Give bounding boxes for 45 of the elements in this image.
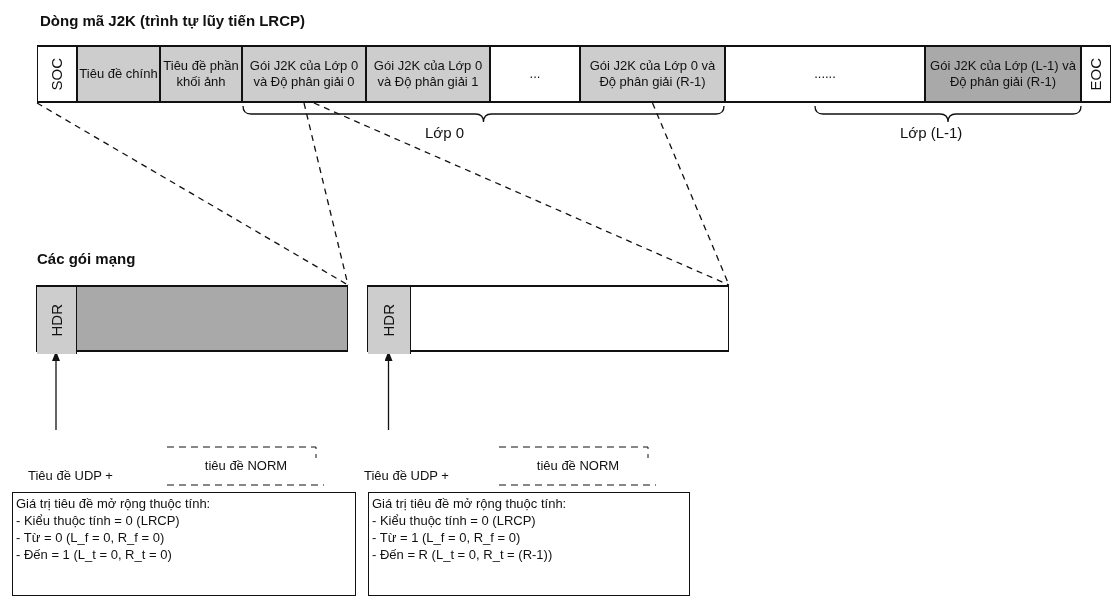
mapping-line: [313, 102, 730, 286]
ellipsis-text: ...: [529, 66, 541, 82]
info-line: - Đến = R (L_t = 0, R_t = (R-1)): [372, 546, 553, 563]
header-text: Tiêu đề UDP +: [28, 468, 113, 484]
ellipsis-text: ......: [814, 66, 836, 82]
mapping-line: [36, 102, 349, 286]
stream-segment: [366, 45, 490, 103]
info-line: Giá trị tiêu đề mở rộng thuộc tính:: [16, 495, 211, 512]
header-segment: [37, 287, 77, 354]
header-text: tiêu đề NORM: [536, 458, 620, 474]
header-label: HDR: [381, 304, 397, 337]
info-line: - Kiểu thuộc tính = 0 (LRCP): [16, 512, 180, 529]
segment-label: Gói J2K của Lớp 0 và Độ phân giải (R-1): [588, 58, 717, 90]
stream-segment: [77, 45, 160, 103]
segment-label: SOC: [49, 57, 65, 91]
network-packet: [36, 285, 348, 352]
dashed-header-box: [166, 446, 326, 486]
segment-label: Tiêu đề phần khối ảnh: [162, 58, 240, 90]
info-box: [12, 492, 356, 596]
segment-label: Gói J2K của Lớp 0 và Độ phân giải 1: [372, 58, 484, 90]
marker-segment: [1081, 45, 1111, 103]
info-box: [368, 492, 690, 596]
segment-label: Gói J2K của Lớp 0 và Độ phân giải 0: [248, 58, 360, 90]
stream-segment: [160, 45, 242, 103]
layer-label: Lớp (L-1): [900, 124, 963, 141]
header-segment: [368, 287, 411, 354]
info-line: - Từ = 1 (L_f = 0, R_f = 0): [372, 529, 521, 546]
header-label: HDR: [48, 304, 65, 337]
info-line: - Đến = 1 (L_t = 0, R_t = 0): [16, 546, 172, 563]
dashed-header-box: [498, 446, 658, 486]
info-line: - Kiểu thuộc tính = 0 (LRCP): [372, 512, 536, 529]
section-heading: Các gói mạng: [37, 250, 136, 267]
segment-label: EOC: [1088, 57, 1104, 91]
header-text: tiêu đề NORM: [204, 458, 288, 474]
layer-label: Lớp 0: [425, 124, 465, 141]
diagram-title: Dòng mã J2K (trình tự lũy tiến LRCP): [40, 12, 306, 29]
info-line: Giá trị tiêu đề mở rộng thuộc tính:: [372, 495, 567, 512]
stream-segment: [242, 45, 366, 103]
stream-segment: [580, 45, 725, 103]
header-text: Tiêu đề UDP +: [364, 468, 449, 484]
info-line: - Từ = 0 (L_f = 0, R_f = 0): [16, 529, 165, 546]
segment-label: Tiêu đề chính: [79, 66, 158, 82]
stream-segment: [925, 45, 1081, 103]
segment-label: Gói J2K của Lớp (L-1) và Độ phân giải (R-1): [929, 58, 1077, 90]
network-packet: [367, 285, 729, 352]
